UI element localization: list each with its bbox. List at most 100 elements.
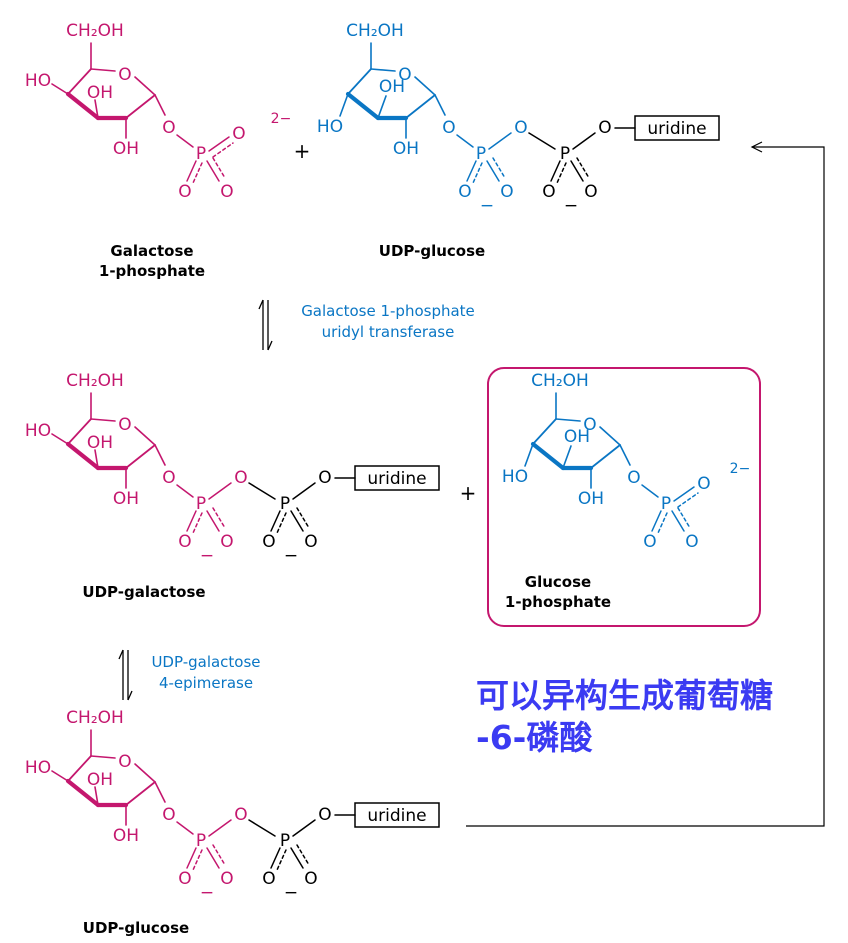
phosphorus: P [280,494,290,514]
oh-bond [94,786,99,806]
oh-label: OH [113,139,139,159]
glycosidic-bond [154,781,166,803]
po-bond [486,160,500,182]
glycosidic-bond [154,444,166,466]
po-bond [290,847,304,869]
po-bond [651,510,662,532]
phosphorus: P [661,494,671,514]
ho-bond [51,83,69,95]
minus-charge: − [200,546,214,566]
label-galactose-1-phosphate-line1: Galactose [110,242,193,260]
ring-bond [532,418,557,445]
enzyme-transferase-line2: uridyl transferase [322,323,455,341]
label-glucose-1-phosphate-line2: 1-phosphate [505,593,611,611]
po-bond [673,486,695,502]
ring-bond [90,418,116,422]
bridge-oxygen: O [234,468,247,488]
label-udp-glucose-top: UDP-glucose [379,242,485,260]
ring-bond [67,418,92,445]
po-bond-dashed [657,512,668,534]
po-bond [290,510,304,532]
po-bond-dashed [212,507,226,529]
po-bond [206,510,220,532]
annotation-isomerize-line2: -6-磷酸 [476,718,593,757]
ring-bond [67,68,92,95]
ring-bond [90,755,116,759]
ho-bond [51,433,69,445]
po-bond [186,847,197,869]
po-bond [572,132,596,150]
ring-bond [599,426,621,446]
ring-bond [590,444,621,469]
op-bond [176,821,194,835]
oh-bond [377,95,387,119]
glycosidic-bond [619,444,631,466]
po-bond [208,482,232,500]
ring-bond [134,763,156,783]
ch2oh-label: CH₂OH [531,371,589,391]
label-udp-galactose: UDP-galactose [82,583,205,601]
bridge-oxygen: O [162,468,175,488]
plus-sign-top: + [294,139,311,163]
minus-charge: − [564,196,578,216]
oxygen: O [643,532,656,552]
ring-bond-bold [65,778,101,808]
charge-label: 2− [271,111,292,127]
po-bond-dashed [472,162,483,184]
po-bond-dashed [576,157,590,179]
ch2oh-label: CH₂OH [66,21,124,41]
annotation-isomerize-line1: 可以异构生成葡萄糖 [476,676,773,715]
bridge-oxygen: O [318,805,331,825]
oh-label: OH [87,83,113,103]
minus-charge: − [284,546,298,566]
ch2oh-label: CH₂OH [346,21,404,41]
po-bond-dashed [212,142,234,158]
minus-charge: − [200,883,214,903]
ring-bond [67,755,92,782]
oh-label: OH [578,489,604,509]
enzyme-epimerase-line1: UDP-galactose [151,653,260,671]
po-bond [550,160,561,182]
oxygen: O [262,869,275,889]
charge-label: 2− [730,461,751,477]
label-udp-glucose-bottom: UDP-glucose [83,919,189,937]
uridine-label: uridine [647,119,706,139]
oh-label: OH [87,770,113,790]
po-bond [292,819,316,837]
oxygen: O [262,532,275,552]
oxygen: O [458,182,471,202]
phosphorus: P [476,144,486,164]
bridge-oxygen: O [318,468,331,488]
po-bond [466,160,477,182]
po-bond [671,510,685,532]
ho-label: HO [317,117,343,137]
ring-bond [555,418,581,422]
po-bond [488,132,512,150]
equilibrium-arrow-epimerase [118,649,133,701]
bridge-oxygen: O [162,118,175,138]
phosphorus: P [196,831,206,851]
bridge-oxygen: O [234,805,247,825]
ring-bond-bold [65,441,101,471]
oh-bond [94,99,99,119]
po-bond-dashed [212,844,226,866]
po-bond-dashed [192,849,203,871]
oxygen: O [178,869,191,889]
po-bond-dashed [192,512,203,534]
ho-bond [339,93,349,117]
enzyme-epimerase-line2: 4-epimerase [159,674,253,692]
ho-bond [524,443,534,467]
oxygen: O [220,869,233,889]
po-bond [186,160,197,182]
po-bond-dashed [677,492,699,508]
ring-bond-bold [530,441,566,471]
ring-bond [134,426,156,446]
phosphorus: P [560,144,570,164]
plus-sign-middle: + [460,481,477,505]
phosphorus: P [196,144,206,164]
oh-label: OH [113,826,139,846]
label-glucose-1-phosphate-line1: Glucose [525,573,591,591]
op-bond [641,484,659,498]
